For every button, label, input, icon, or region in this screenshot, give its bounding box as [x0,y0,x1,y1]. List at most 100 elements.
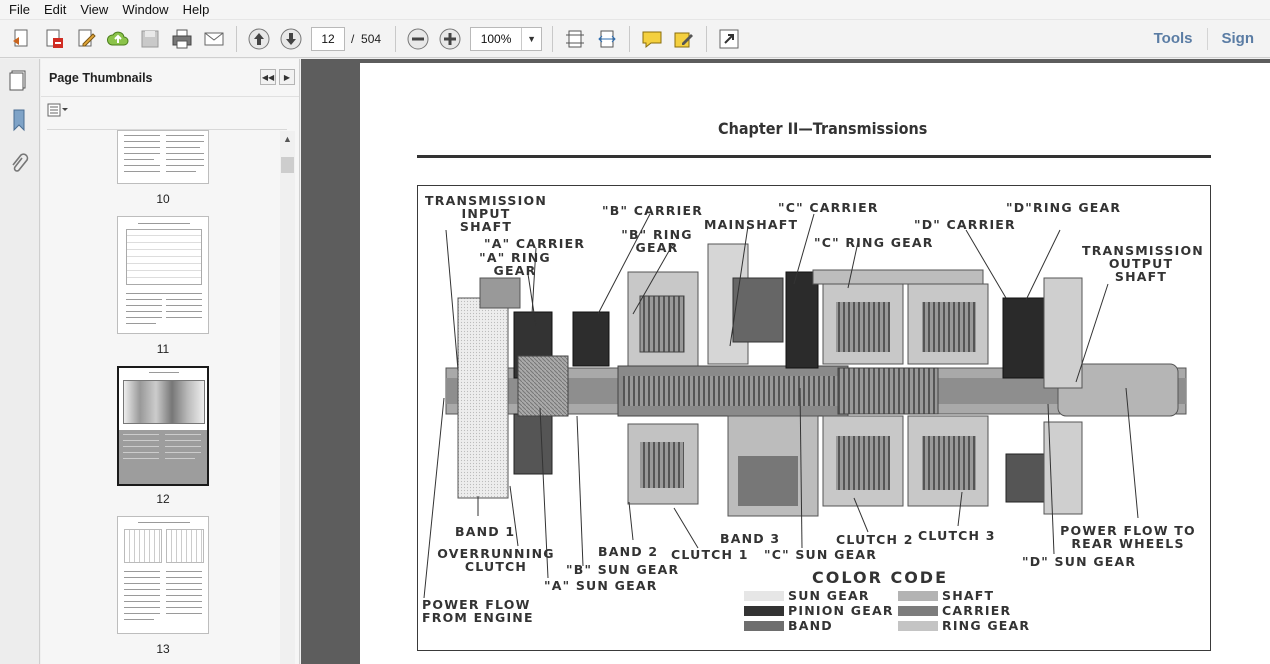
previous-page-icon[interactable] [244,24,274,54]
zoom-select[interactable]: 100% ▼ [470,26,543,51]
export-pdf-icon[interactable] [39,24,69,54]
sign-button[interactable]: Sign [1221,30,1255,47]
legend-band: BAND [788,618,833,633]
toolbar-separator [629,25,631,52]
swatch-carrier [898,606,938,616]
label-d-sun-gear: "D" SUN GEAR [1022,554,1137,569]
panel-title: Page Thumbnails [49,70,153,85]
toolbar-separator [236,25,237,52]
thumbnail-page-13[interactable] [117,516,209,634]
label-a-carrier: "A" CARRIER [484,236,586,251]
scroll-up-icon[interactable]: ▲ [283,134,292,144]
label-overrunning-clutch: OVERRUNNING CLUTCH [437,546,555,574]
tools-button[interactable]: Tools [1153,30,1193,47]
comment-icon[interactable] [637,24,667,54]
label-c-carrier: "C" CARRIER [778,200,879,215]
document-view: Chapter II—Transmissions [301,59,1270,664]
next-page-icon[interactable] [276,24,306,54]
thumbnails-panel: Page Thumbnails ◀◀ ▶ 10 [41,59,300,664]
highlight-icon[interactable] [669,24,699,54]
menu-bar: File Edit View Window Help [0,0,1270,20]
thumbnail-label: 13 [156,642,170,656]
label-band-2: BAND 2 [598,544,659,559]
zoom-in-icon[interactable] [435,24,465,54]
edit-pdf-icon[interactable] [71,24,101,54]
toolbar-separator [552,25,554,52]
save-icon[interactable] [135,24,165,54]
swatch-ring-gear [898,621,938,631]
fit-width-icon[interactable] [592,24,622,54]
thumbnail-label: 11 [156,342,170,356]
label-b-sun-gear: "B" SUN GEAR [566,562,680,577]
label-a-sun-gear: "A" SUN GEAR [544,578,658,593]
thumbnail-page-12[interactable] [117,366,209,486]
swatch-band [744,621,784,631]
toolbar-separator [395,25,397,52]
label-a-ring-gear: "A" RING GEAR [479,250,551,278]
zoom-value: 100% [480,31,512,46]
menu-file[interactable]: File [9,1,30,17]
pdf-page: Chapter II—Transmissions [360,63,1270,664]
label-c-ring-gear: "C" RING GEAR [814,235,934,250]
legend-shaft: SHAFT [942,588,995,603]
thumbnails-list: 10 11 12 [47,129,287,664]
thumbnail-label: 12 [156,492,170,506]
toolbar-separator [1206,28,1208,50]
thumbnails-header: Page Thumbnails ◀◀ ▶ [41,59,299,97]
create-pdf-icon[interactable] [7,24,37,54]
legend-carrier: CARRIER [942,603,1012,618]
thumbnail-label: 10 [156,192,170,206]
swatch-shaft [898,591,938,601]
label-power-flow-rear: POWER FLOW TO REAR WHEELS [1060,523,1196,551]
options-menu-icon [47,103,68,117]
label-b-ring-gear: "B" RING GEAR [621,227,693,255]
thumbnail-page-11[interactable] [117,216,209,334]
attachments-icon[interactable] [7,151,31,177]
chapter-title: Chapter II—Transmissions [718,119,928,138]
label-power-flow-engine: POWER FLOW FROM ENGINE [422,597,534,625]
menu-help[interactable]: Help [182,1,210,17]
label-mainshaft: MAINSHAFT [704,217,799,232]
label-band-3: BAND 3 [720,531,781,546]
legend-sun-gear: SUN GEAR [788,588,870,603]
thumbnails-scrollbar[interactable]: ▲ [280,131,295,664]
label-transmission-output-shaft: TRANSMISSION OUTPUT SHAFT [1082,243,1204,284]
label-clutch-2: CLUTCH 2 [836,532,914,547]
chevron-down-icon[interactable]: ▼ [521,27,541,50]
page-number-input[interactable]: 12 [311,26,345,51]
transmission-cross-section [423,213,1187,599]
print-icon[interactable] [167,24,197,54]
expand-panel-icon[interactable]: ▶ [279,69,295,85]
menu-edit[interactable]: Edit [43,1,67,17]
swatch-sun-gear [744,591,784,601]
collapse-panel-icon[interactable]: ◀◀ [260,69,276,85]
label-band-1: BAND 1 [455,524,516,539]
cloud-upload-icon[interactable] [103,24,133,54]
label-d-carrier: "D" CARRIER [914,217,1016,232]
legend-pinion-gear: PINION GEAR [788,603,894,618]
label-transmission-input-shaft: TRANSMISSION INPUT SHAFT [425,193,547,234]
fit-page-icon[interactable] [560,24,590,54]
full-screen-icon[interactable] [714,24,744,54]
menu-window[interactable]: Window [122,1,169,17]
title-rule [417,155,1211,158]
page-total: / 504 [351,31,382,46]
transmission-diagram: TRANSMISSION INPUT SHAFT "A" CARRIER "A"… [417,185,1211,651]
label-clutch-3: CLUTCH 3 [918,528,996,543]
thumbnail-page-10[interactable] [117,130,209,184]
label-b-carrier: "B" CARRIER [602,203,704,218]
navigation-pane-strip [0,59,40,664]
label-d-ring-gear: "D"RING GEAR [1006,200,1122,215]
thumbnails-options[interactable] [41,97,299,123]
legend-ring-gear: RING GEAR [942,618,1031,633]
zoom-out-icon[interactable] [403,24,433,54]
label-c-sun-gear: "C" SUN GEAR [764,547,878,562]
bookmarks-icon[interactable] [7,107,31,133]
page-thumbnails-icon[interactable] [7,67,31,93]
menu-view[interactable]: View [80,1,109,17]
scroll-thumb[interactable] [281,157,294,173]
color-code-title: COLOR CODE [812,568,949,587]
label-clutch-1: CLUTCH 1 [671,547,749,562]
email-icon[interactable] [199,24,229,54]
swatch-pinion-gear [744,606,784,616]
